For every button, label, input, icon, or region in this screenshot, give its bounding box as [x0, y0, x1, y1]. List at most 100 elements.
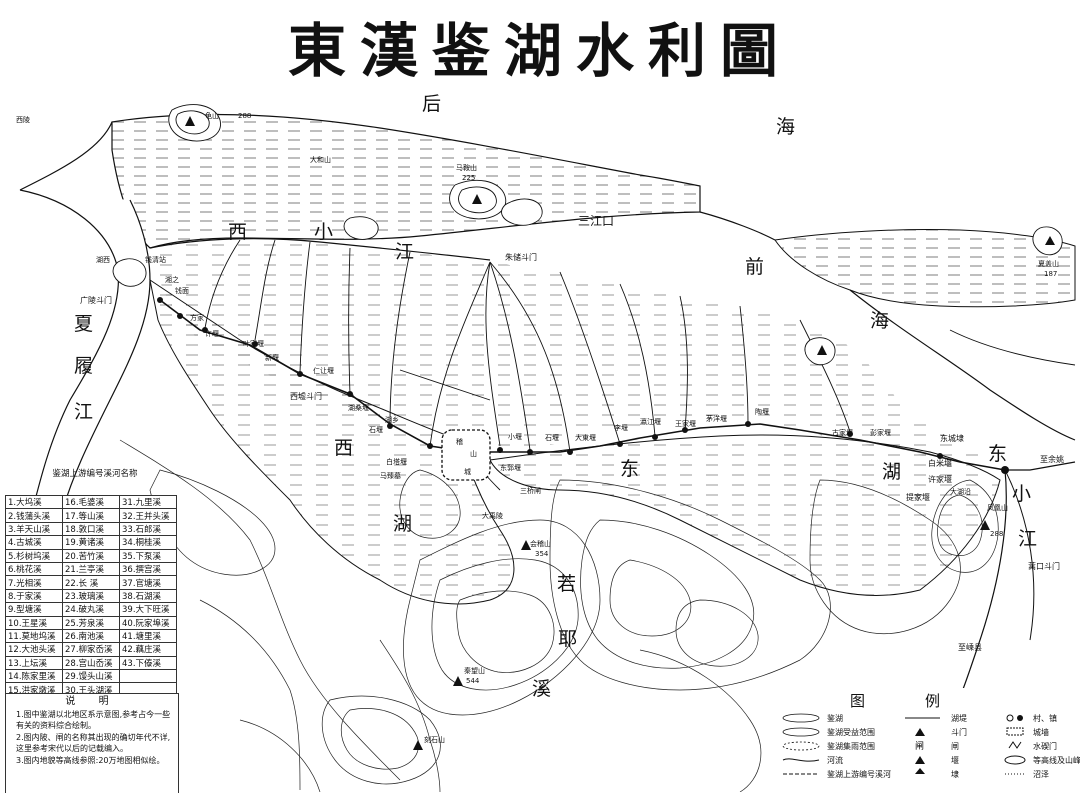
legend-label: 等高线及山峰	[1033, 756, 1080, 765]
stream-table-cell: 1.大坞溪	[5, 494, 63, 510]
label-xiangzi: 湘之	[165, 275, 179, 284]
label-dongguo: 东郭堰	[500, 463, 521, 472]
label-xujia: 许家堰	[928, 474, 952, 484]
label-peak-kuaiji-elev: 354	[535, 550, 549, 558]
stream-table-cell: 14.陈家里溪	[5, 669, 63, 684]
legend-dai-symbol	[915, 768, 925, 774]
map-labels: 后 海 前 海 西 小 江 夏 履 江 东 小 江 西 湖 东 湖 若 耶 溪 …	[16, 93, 1064, 744]
canal-network	[204, 239, 851, 491]
stream-table-cell: 38.石湖溪	[119, 588, 177, 604]
stream-table-cell: 2.钱蒲头溪	[5, 508, 63, 523]
label-peak-qinwang-elev: 544	[466, 677, 480, 685]
label-xi-stream: 溪	[532, 678, 551, 700]
label-husang: 湖桑堰	[348, 403, 369, 412]
legend-label: 闸	[951, 742, 959, 751]
label-qianqing: 钱清站	[145, 255, 166, 264]
northeast-bay	[774, 229, 1076, 308]
label-hu-west: 湖	[393, 513, 412, 535]
label-guangling-doumen: 广陵斗门	[80, 295, 112, 305]
label-huxi: 湖西	[96, 255, 110, 264]
legend-label: 鉴湖	[827, 714, 843, 723]
stream-table-cell: 32.王并头溪	[119, 508, 177, 523]
stream-table-cell: 9.型塘溪	[5, 602, 63, 617]
label-huxiang: 湖乡	[385, 415, 399, 424]
label-zhi-yuyao: 至余姚	[1040, 454, 1064, 464]
legend-wall-symbol	[1006, 727, 1024, 736]
stream-table-cell: 23.玻璃溪	[62, 588, 120, 604]
stream-table-cell: 34.桐桂溪	[119, 535, 177, 550]
label-zhuchu-doumen: 朱储斗门	[505, 252, 537, 262]
legend-label: 水碶门	[1033, 742, 1057, 751]
label-dong-lake: 东	[620, 458, 639, 480]
label-ruo: 若	[557, 573, 576, 595]
label-xiaoyan: 小堰	[508, 432, 522, 441]
label-dadong: 大東堰	[575, 433, 596, 442]
legend-title: 图例	[849, 692, 1000, 710]
legend-river-symbol	[782, 758, 820, 762]
stream-table-cell: 28.宫山岙溪	[62, 655, 120, 671]
legend-symbols: 闸	[782, 713, 1026, 775]
label-xixu-doumen: 西墟斗门	[290, 391, 322, 401]
stream-table-cell	[119, 669, 177, 684]
label-ji: 稽	[456, 437, 463, 446]
note-item: 1.图中鉴湖以北地区系示意图,参考占今一些有关的资料综合绘制。	[16, 710, 171, 730]
label-cheng: 城	[464, 468, 471, 476]
stream-table-cell: 31.九里溪	[119, 494, 177, 510]
stream-table-cell: 39.大下旺溪	[119, 602, 177, 617]
stream-table-cell: 12.大池头溪	[5, 642, 63, 657]
label-baita: 白塔堰	[386, 457, 407, 466]
stream-table-caption: 鉴湖上游编号溪河名称	[52, 469, 138, 479]
label-xia: 夏	[74, 313, 93, 335]
legend-gate-symbol: 闸	[915, 741, 924, 752]
legend-village-symbol	[1006, 714, 1014, 722]
label-fangjia: 方家	[190, 313, 204, 322]
label-peak-gui: 龟山	[205, 111, 219, 120]
label-hai-east: 海	[870, 310, 889, 332]
label-dahu: 大湖沿	[950, 487, 971, 496]
stream-table-cell: 43.下傣溪	[119, 655, 177, 671]
label-peak-fenghuang: 凤凰山	[987, 503, 1008, 512]
legend-label: 沼泽	[1033, 770, 1049, 779]
label-wangjia: 王家堰	[675, 419, 696, 428]
legend-label: 湖堤	[951, 714, 967, 723]
stream-table-cell: 10.王星溪	[5, 615, 63, 630]
stream-table-cell: 20.苦竹溪	[62, 548, 120, 563]
stream-table-cell: 21.兰亭溪	[62, 561, 120, 577]
stream-table-cell: 18.敦口溪	[62, 521, 120, 537]
stream-table-cell: 37.官塘溪	[119, 575, 177, 590]
label-xi-lake: 西	[334, 437, 353, 459]
stream-table-cell: 16.毛婆溪	[62, 494, 120, 510]
label-peak-maan-elev: 225	[462, 174, 475, 182]
label-xu-yan: 许堰	[205, 329, 219, 338]
label-ye: 耶	[558, 628, 577, 650]
legend-label: 斗门	[951, 728, 967, 737]
stream-table-cell: 4.古城溪	[5, 535, 63, 550]
label-peak-gui-elev: 288	[238, 112, 251, 120]
legend-label: 城墙	[1033, 728, 1049, 737]
label-gaokou-doumen: 蒿口斗门	[1028, 561, 1060, 571]
legend: 图例 闸 鉴湖 湖堤 村、镇 鉴湖受益范围 斗门 城墙 鉴湖集雨范围 闸 水碶门…	[775, 688, 1080, 792]
peak-markers	[185, 116, 1055, 750]
label-maoyang: 茅洋堰	[706, 414, 727, 423]
legend-label: 埭	[951, 770, 959, 779]
note-item: 2.图内陂、闸的名称其出现的确切年代不详,这里参考宋代以后的记载编入。	[16, 733, 171, 753]
label-xin-yan: 新堰	[265, 353, 279, 362]
label-lu: 履	[74, 355, 93, 377]
label-pengjia: 彭家堰	[870, 428, 891, 437]
label-xiao-2: 小	[1012, 483, 1031, 505]
stream-table-cell: 6.桃花溪	[5, 561, 63, 577]
label-dongcheng: 东城埭	[940, 433, 964, 443]
label-qian: 前	[745, 256, 764, 278]
legend-label: 村、镇	[1033, 714, 1057, 723]
stream-table-cell: 13.上坛溪	[5, 655, 63, 671]
label-dayu: 大禹陵	[482, 511, 503, 520]
